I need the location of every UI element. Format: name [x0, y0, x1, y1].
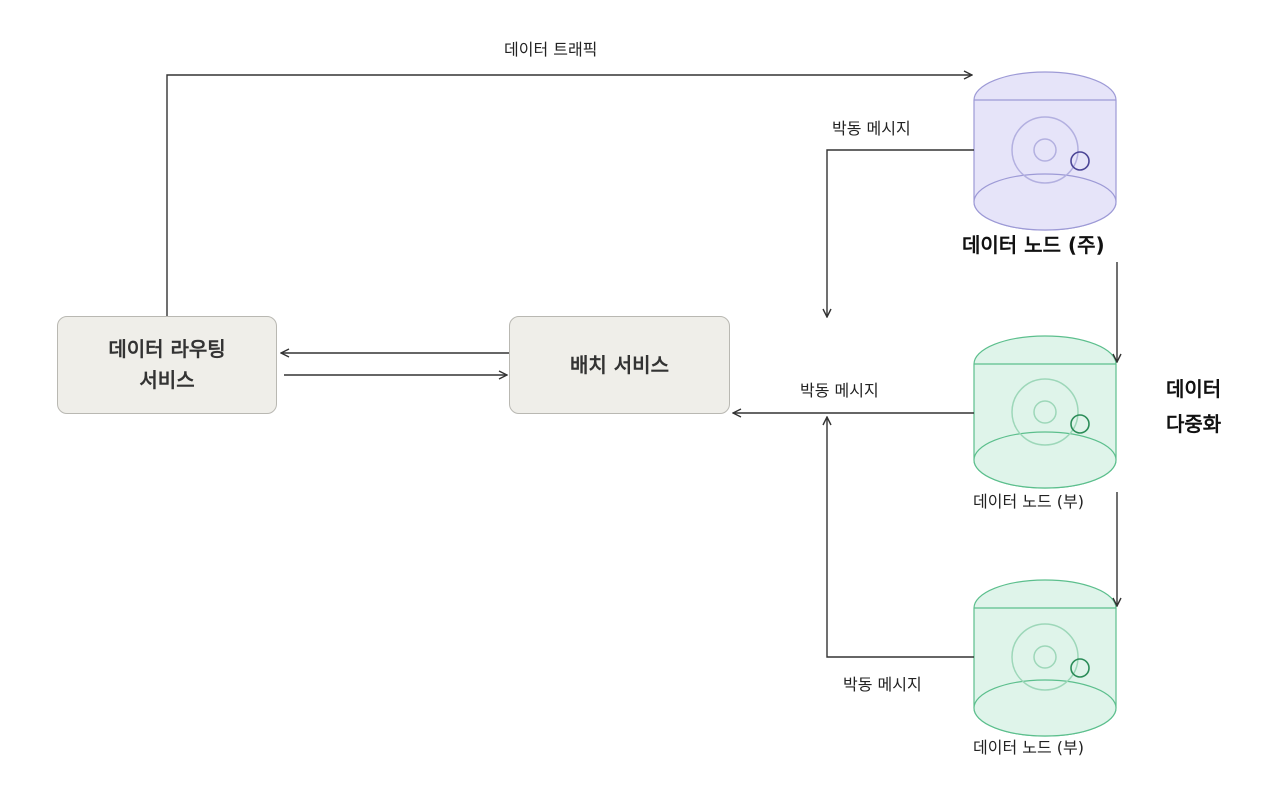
data-traffic-arrow [166, 75, 972, 316]
secondary-node-1-label: 데이터 노드 (부) [973, 492, 1084, 511]
secondary-2-heartbeat-label: 박동 메시지 [843, 675, 922, 694]
data-traffic-label: 데이터 트래픽 [504, 40, 598, 59]
data-routing-service-label-line2: 서비스 [139, 368, 195, 392]
primary-heartbeat-arrow [827, 149, 974, 317]
batch-service-label: 배치 서비스 [570, 352, 669, 377]
secondary-node-2-label: 데이터 노드 (부) [973, 738, 1084, 757]
data-replication-label: 데이터 다중화 [1166, 372, 1221, 442]
secondary-node-2-cylinder-icon [973, 579, 1117, 737]
data-replication-label-line1: 데이터 [1166, 377, 1222, 401]
primary-node-cylinder-icon [973, 71, 1117, 231]
data-routing-service-label-line1: 데이터 라우팅 [108, 337, 226, 361]
data-routing-service-box: 데이터 라우팅 서비스 [57, 316, 277, 414]
batch-service-box: 배치 서비스 [509, 316, 730, 414]
primary-heartbeat-label: 박동 메시지 [832, 119, 911, 138]
primary-node-label: 데이터 노드 (주) [962, 233, 1105, 257]
secondary-2-heartbeat-arrow [827, 417, 974, 658]
secondary-node-1-cylinder-icon [973, 335, 1117, 489]
secondary-1-heartbeat-label: 박동 메시지 [800, 381, 879, 400]
data-replication-label-line2: 다중화 [1166, 412, 1222, 436]
